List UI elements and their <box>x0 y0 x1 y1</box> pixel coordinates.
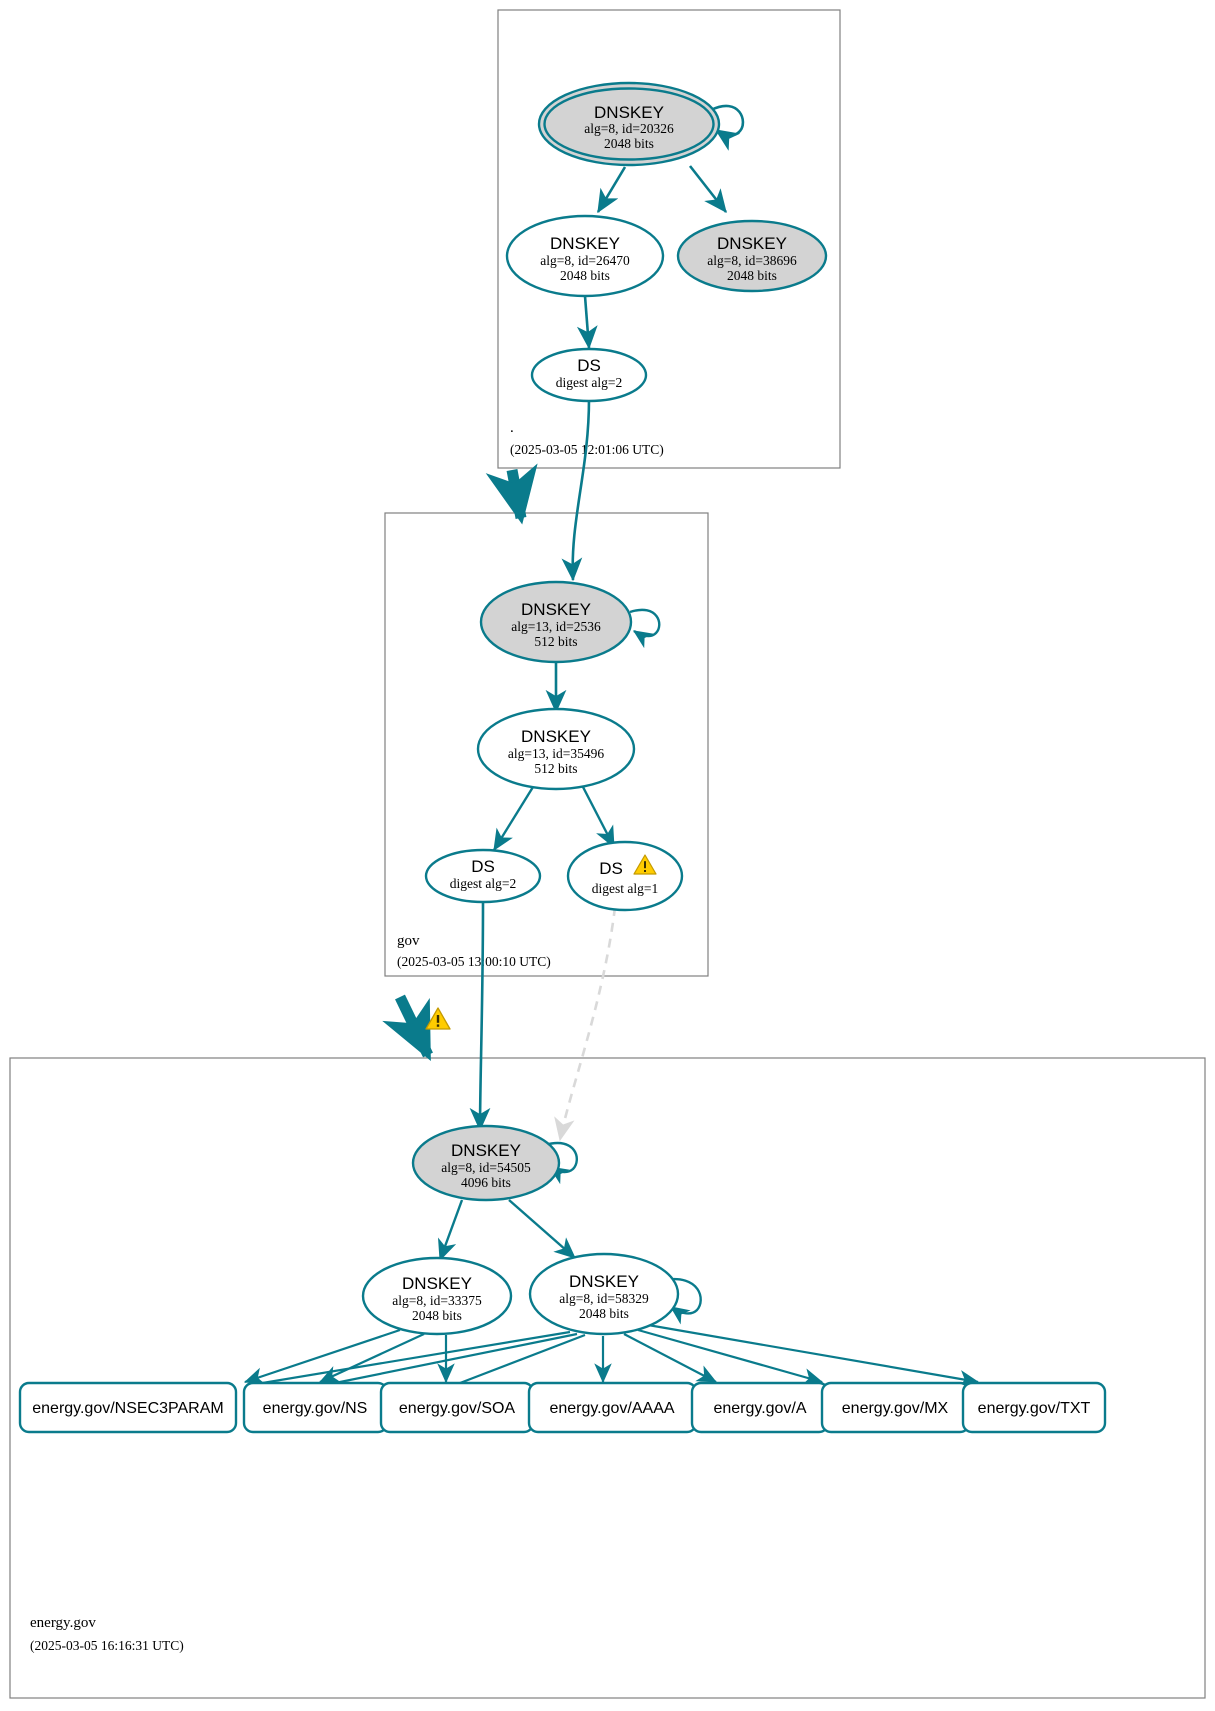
zone-timestamp-energy: (2025-03-05 16:16:31 UTC) <box>30 1638 184 1653</box>
edge-root-ksk-self <box>710 104 745 151</box>
edge-delegation-root-to-gov <box>485 463 538 525</box>
node-energy-zsk-58329[interactable]: DNSKEY alg=8, id=58329 2048 bits <box>528 1252 680 1336</box>
zone-label-gov: gov <box>397 933 420 949</box>
rrset-mx-label: energy.gov/MX <box>842 1400 949 1417</box>
edge-energy-zsk2-to-nsec3param <box>249 1330 571 1387</box>
node-root-zsk-params: alg=8, id=26470 <box>540 253 630 268</box>
zone-box-gov: gov (2025-03-05 13:00:10 UTC) <box>384 512 709 977</box>
node-gov-zsk-title: DNSKEY <box>521 727 591 746</box>
node-root-ksk[interactable]: DNSKEY alg=8, id=20326 2048 bits <box>537 81 721 167</box>
node-root-zsk-size: 2048 bits <box>560 268 610 283</box>
edge-delegation-gov-to-energy <box>382 994 433 1061</box>
edge-gov-zsk-to-ds2 <box>492 786 535 852</box>
node-gov-ksk-size: 512 bits <box>534 634 577 649</box>
node-energy-ksk[interactable]: DNSKEY alg=8, id=54505 4096 bits <box>411 1124 561 1202</box>
node-root-ksk-title: DNSKEY <box>594 103 664 122</box>
warning-icon-delegation <box>425 1007 451 1030</box>
node-root-ksk-params: alg=8, id=20326 <box>584 121 674 136</box>
rrset-soa[interactable]: energy.gov/SOA <box>379 1381 535 1434</box>
edge-energy-zsk1-to-nsec3param <box>243 1328 401 1385</box>
node-energy-zsk-58329-params: alg=8, id=58329 <box>559 1291 649 1306</box>
rrset-nsec3param-label: energy.gov/NSEC3PARAM <box>32 1400 223 1417</box>
node-energy-zsk-58329-title: DNSKEY <box>569 1272 639 1291</box>
node-gov-zsk-params: alg=13, id=35496 <box>508 746 604 761</box>
node-gov-ds-digest1-title: DS <box>599 859 623 878</box>
edge-energy-zsk2-to-a <box>623 1333 717 1383</box>
rrset-nsec3param[interactable]: energy.gov/NSEC3PARAM <box>18 1381 238 1434</box>
node-energy-ksk-params: alg=8, id=54505 <box>441 1160 531 1175</box>
edge-energy-zsk2-to-mx <box>637 1328 824 1386</box>
node-gov-ksk-title: DNSKEY <box>521 600 591 619</box>
node-gov-ds-digest2-title: DS <box>471 857 495 876</box>
edge-root-ksk-to-key38696 <box>688 165 728 214</box>
node-root-key-38696-title: DNSKEY <box>717 234 787 253</box>
node-gov-ds-digest1-params: digest alg=1 <box>592 881 658 896</box>
node-gov-ksk-params: alg=13, id=2536 <box>511 619 601 634</box>
rrset-ns[interactable]: energy.gov/NS <box>242 1381 389 1434</box>
edge-energy-zsk2-to-txt <box>647 1323 980 1388</box>
edge-gov-ds1-to-energy-ksk-insecure <box>554 906 617 1142</box>
rrset-ns-label: energy.gov/NS <box>263 1400 368 1417</box>
edge-energy-ksk-to-zsk2 <box>508 1199 576 1259</box>
node-energy-ksk-title: DNSKEY <box>451 1141 521 1160</box>
node-gov-zsk[interactable]: DNSKEY alg=13, id=35496 512 bits <box>476 707 636 791</box>
zone-label-energy: energy.gov <box>30 1615 96 1631</box>
node-energy-zsk-33375-title: DNSKEY <box>402 1274 472 1293</box>
rrset-aaaa-label: energy.gov/AAAA <box>549 1400 674 1417</box>
warning-icon <box>633 854 657 875</box>
edge-gov-ksk-self <box>629 608 661 649</box>
node-root-key-38696-params: alg=8, id=38696 <box>707 253 797 268</box>
rrset-aaaa[interactable]: energy.gov/AAAA <box>527 1381 698 1434</box>
node-energy-zsk-33375[interactable]: DNSKEY alg=8, id=33375 2048 bits <box>361 1256 513 1336</box>
node-root-ds-title: DS <box>577 356 601 375</box>
rrset-txt-label: energy.gov/TXT <box>978 1400 1091 1417</box>
edge-energy-zsk2-to-ns2 <box>329 1332 578 1386</box>
edge-energy-zsk1-to-ns <box>319 1333 425 1383</box>
rrset-a-label: energy.gov/A <box>713 1400 806 1417</box>
zone-timestamp-gov: (2025-03-05 13:00:10 UTC) <box>397 954 551 969</box>
rrset-a[interactable]: energy.gov/A <box>690 1381 830 1434</box>
node-gov-ds-digest2[interactable]: DS digest alg=2 <box>424 848 542 904</box>
node-energy-ksk-size: 4096 bits <box>461 1175 511 1190</box>
node-root-key-38696[interactable]: DNSKEY alg=8, id=38696 2048 bits <box>676 219 828 293</box>
edge-energy-zsk2-to-soa2 <box>459 1333 586 1385</box>
rrset-mx[interactable]: energy.gov/MX <box>820 1381 971 1434</box>
edge-root-ds-to-gov-ksk <box>561 398 591 582</box>
node-gov-zsk-size: 512 bits <box>534 761 577 776</box>
node-energy-zsk-58329-size: 2048 bits <box>579 1306 629 1321</box>
node-root-ksk-size: 2048 bits <box>604 136 654 151</box>
node-root-zsk[interactable]: DNSKEY alg=8, id=26470 2048 bits <box>505 214 665 298</box>
zone-box-energy: energy.gov (2025-03-05 16:16:31 UTC) <box>9 1057 1206 1699</box>
node-gov-ksk[interactable]: DNSKEY alg=13, id=2536 512 bits <box>479 580 633 664</box>
node-gov-ds-digest2-params: digest alg=2 <box>450 876 516 891</box>
rrset-txt[interactable]: energy.gov/TXT <box>961 1381 1107 1434</box>
edge-energy-ksk-to-zsk1 <box>438 1199 464 1262</box>
node-energy-zsk-33375-size: 2048 bits <box>412 1308 462 1323</box>
node-gov-ds-digest1[interactable]: DS digest alg=1 <box>566 840 684 912</box>
edge-root-ksk-to-zsk <box>596 166 627 214</box>
node-energy-zsk-33375-params: alg=8, id=33375 <box>392 1293 482 1308</box>
rrset-soa-label: energy.gov/SOA <box>399 1400 516 1417</box>
node-root-ds-params: digest alg=2 <box>556 375 622 390</box>
node-root-zsk-title: DNSKEY <box>550 234 620 253</box>
node-root-key-38696-size: 2048 bits <box>727 268 777 283</box>
edge-gov-zsk-to-ds1 <box>581 786 616 849</box>
node-root-ds[interactable]: DS digest alg=2 <box>530 347 648 403</box>
edge-energy-zsk2-self <box>663 1277 702 1325</box>
edge-gov-ds2-to-energy-ksk <box>469 901 491 1132</box>
edge-root-zsk-to-ds <box>576 295 598 350</box>
zone-label-root: . <box>510 420 514 436</box>
